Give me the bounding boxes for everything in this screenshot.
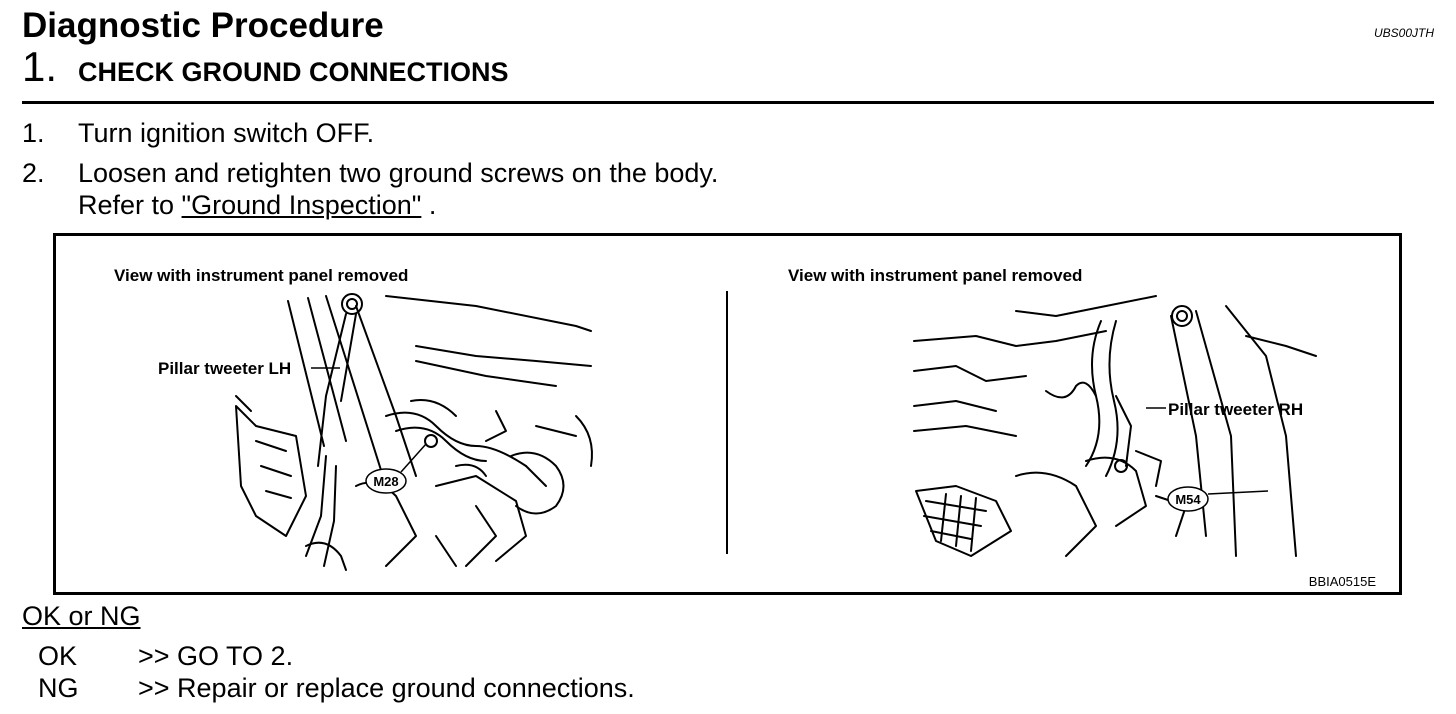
m28-leader	[400, 443, 427, 473]
ground-location-figure: View with instrument panel removed View …	[53, 233, 1402, 595]
figure-code: BBIA0515E	[1309, 574, 1377, 589]
result-action: >> GO TO 2.	[138, 641, 294, 671]
result-key: NG	[38, 673, 79, 703]
m54-connector-marker	[1167, 486, 1209, 512]
header-divider	[22, 101, 1434, 104]
instruction-number: 2.	[22, 158, 45, 188]
m54-leader	[1207, 490, 1269, 495]
result-key: OK	[38, 641, 78, 671]
result-action: >> Repair or replace ground connections.	[138, 673, 635, 703]
ground-inspection-link[interactable]: "Ground Inspection"	[181, 190, 422, 220]
left-drawing	[235, 293, 593, 571]
m54-connector-label: M54	[1175, 492, 1201, 507]
instruction-text: Turn ignition switch OFF.	[78, 118, 375, 148]
refer-line: Refer to "Ground Inspection" .	[78, 189, 436, 221]
step-title: CHECK GROUND CONNECTIONS	[78, 57, 509, 87]
refer-prefix: Refer to	[78, 190, 182, 220]
right-drawing	[913, 295, 1317, 557]
figure-illustration: View with instrument panel removed View …	[114, 266, 1377, 589]
result-heading: OK or NG	[22, 601, 141, 631]
left-view-caption: View with instrument panel removed	[114, 266, 408, 285]
page-title: Diagnostic Procedure	[22, 6, 384, 45]
instruction-number: 1.	[22, 118, 45, 148]
m28-connector-marker	[365, 468, 407, 494]
step-number: 1.	[22, 43, 58, 90]
document-code: UBS00JTH	[1373, 26, 1434, 40]
instruction-text: Loosen and retighten two ground screws o…	[78, 158, 719, 188]
left-tweeter-label: Pillar tweeter LH	[158, 359, 291, 378]
right-tweeter-label: Pillar tweeter RH	[1168, 400, 1303, 419]
m28-connector-label: M28	[373, 474, 398, 489]
right-view-caption: View with instrument panel removed	[788, 266, 1082, 285]
refer-suffix: .	[421, 190, 437, 220]
